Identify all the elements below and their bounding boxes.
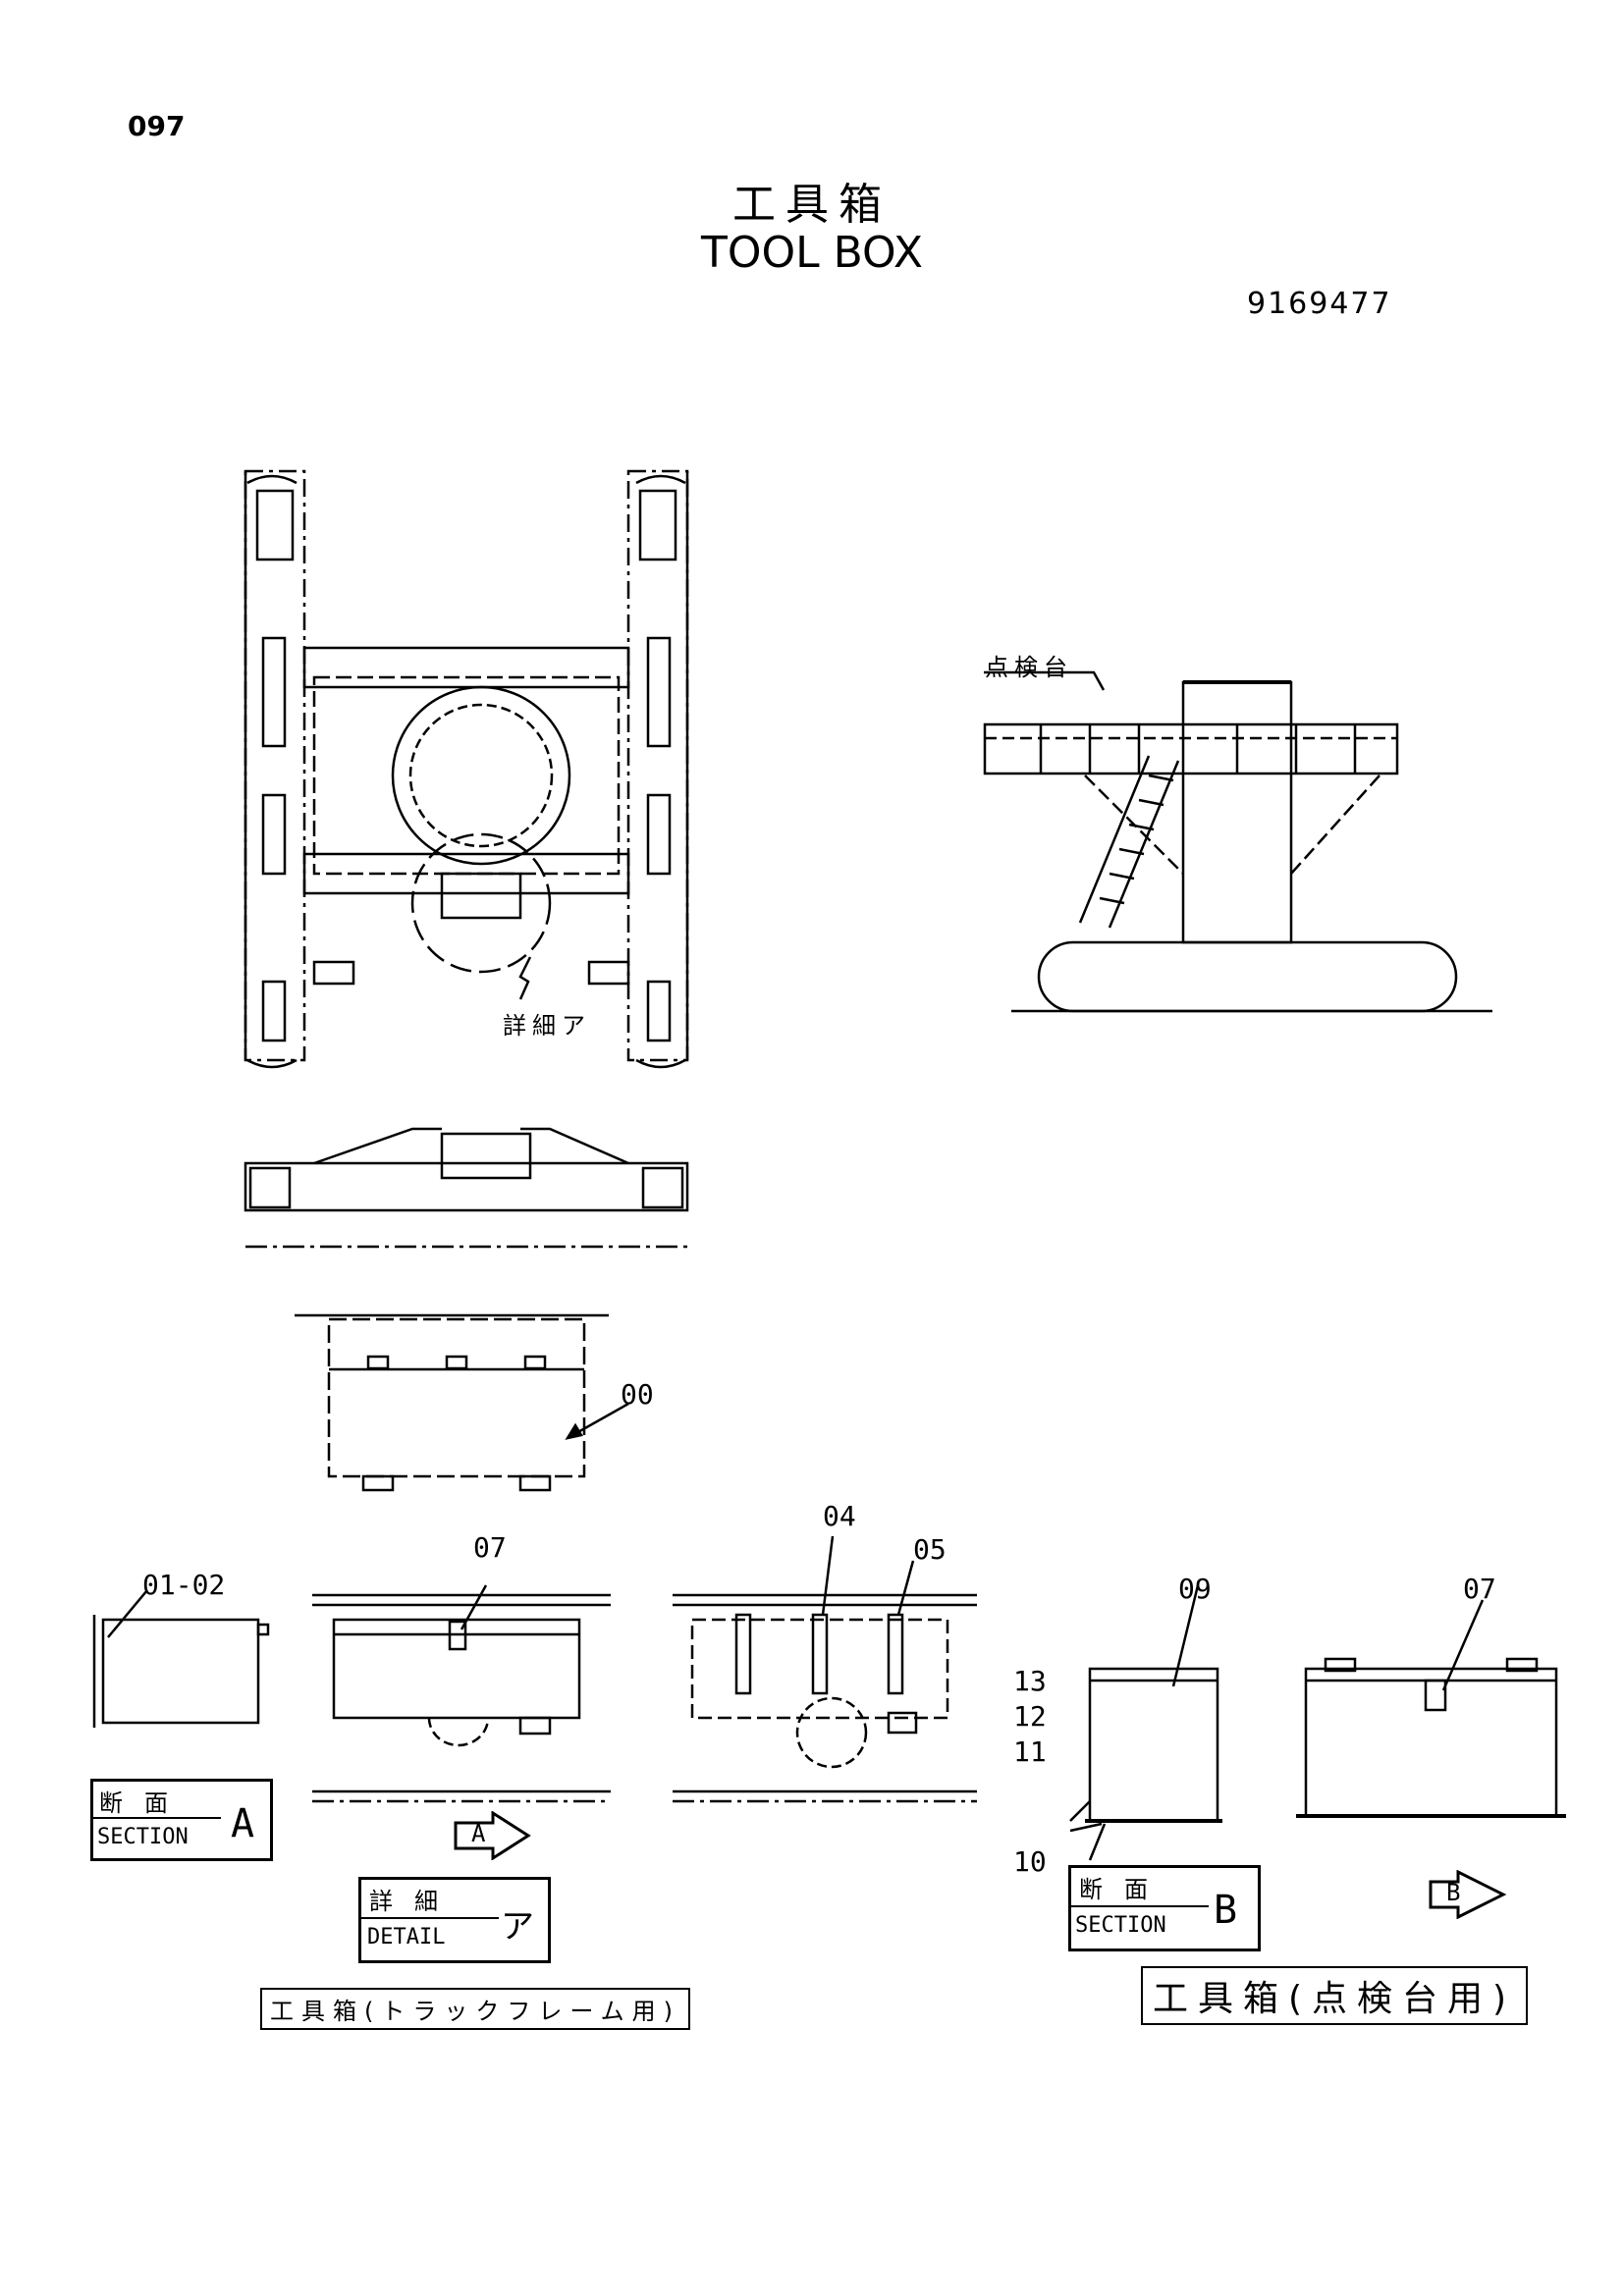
section-b-box: 断面 SECTION B	[1068, 1865, 1261, 1951]
view-arrow-a: A	[454, 1810, 532, 1861]
detail-box-letter: ア	[501, 1907, 534, 1947]
label-detail-a-callout: 詳細ア	[503, 1012, 591, 1040]
label-part-10: 10	[1013, 1845, 1047, 1878]
view-arrow-b-letter: B	[1446, 1879, 1461, 1906]
view-arrow-a-letter: A	[471, 1820, 486, 1847]
label-inspection-platform: 点検台	[985, 654, 1073, 681]
label-part-01-02: 01-02	[142, 1569, 226, 1601]
detail-back-view	[673, 1535, 977, 1803]
caption-platform-tool-box: 工具箱(点検台用)	[1141, 1966, 1529, 2025]
title-japanese: 工具箱	[732, 180, 892, 230]
label-part-09: 09	[1178, 1573, 1212, 1605]
section-b-jp: 断面	[1079, 1876, 1169, 1903]
label-part-07-front: 07	[473, 1531, 507, 1564]
tool-box-front-view	[295, 1313, 629, 1492]
detail-front-view	[312, 1584, 611, 1803]
detail-box-jp: 詳細	[369, 1888, 460, 1915]
label-part-13: 13	[1013, 1665, 1047, 1697]
label-part-05: 05	[913, 1533, 947, 1566]
inspection-platform-side-view	[983, 670, 1492, 1013]
caption-track-frame-tool-box: 工具箱(トラックフレーム用)	[260, 1988, 691, 2030]
label-part-04: 04	[823, 1500, 856, 1532]
section-b-letter: B	[1214, 1888, 1238, 1933]
track-frame-plan-view	[244, 469, 689, 1069]
track-frame-side-elevation	[244, 1127, 689, 1249]
label-part-12: 12	[1013, 1700, 1047, 1733]
section-a-view	[92, 1589, 270, 1728]
section-a-letter: A	[231, 1801, 255, 1846]
section-b-en: SECTION	[1075, 1913, 1166, 1938]
platform-box-side-view	[1069, 1584, 1222, 1861]
detail-box: 詳細 DETAIL ア	[358, 1877, 551, 1963]
label-part-00: 00	[621, 1378, 654, 1411]
section-a-jp: 断面	[99, 1789, 189, 1817]
title-english: TOOL BOX	[700, 228, 923, 278]
page-number: 097	[128, 110, 186, 142]
platform-box-front-view	[1296, 1599, 1566, 1818]
detail-box-en: DETAIL	[367, 1925, 446, 1949]
section-a-en: SECTION	[97, 1825, 189, 1849]
label-part-11: 11	[1013, 1735, 1047, 1768]
drawing-number: 9169477	[1247, 287, 1392, 321]
view-arrow-b: B	[1429, 1869, 1507, 1920]
section-a-box: 断面 SECTION A	[90, 1779, 273, 1861]
label-part-07-side: 07	[1463, 1573, 1496, 1605]
